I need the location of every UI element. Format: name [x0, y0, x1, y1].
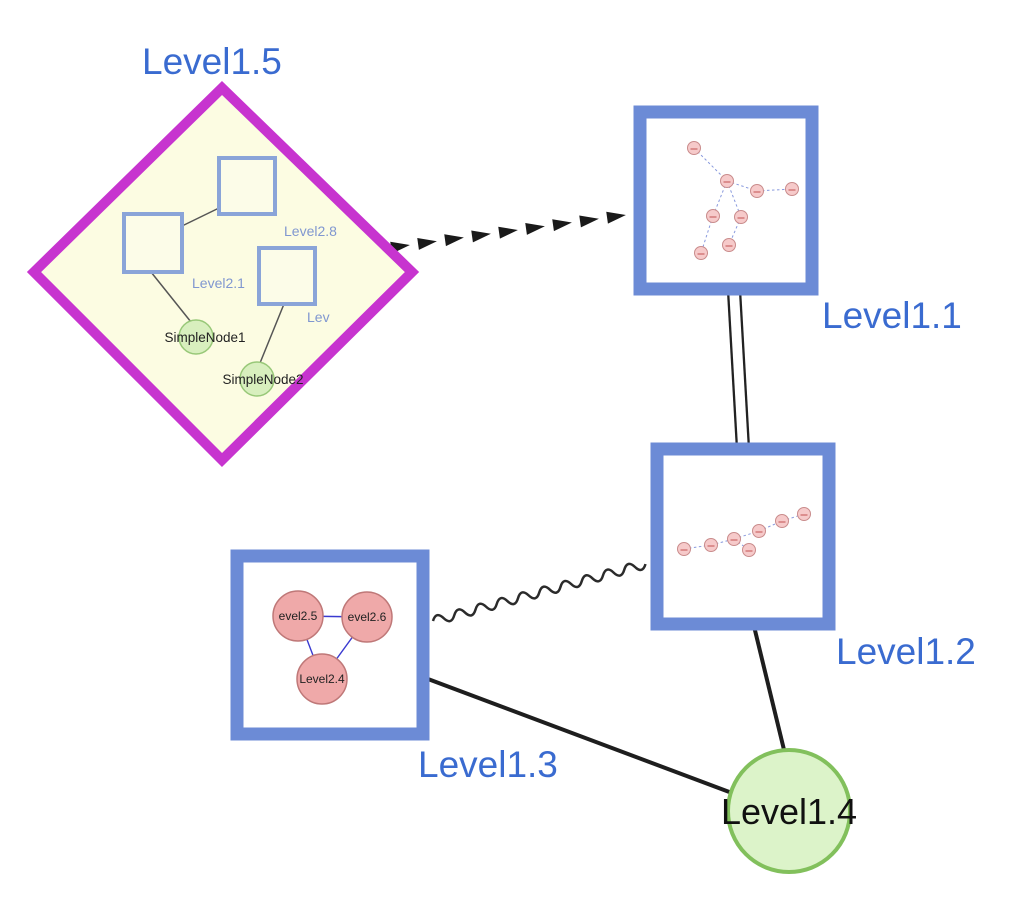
label-level28: Level2.8 [284, 223, 337, 239]
edges-layer [390, 209, 788, 801]
edge-level21-simplenode1[interactable] [150, 271, 192, 323]
label-lev: Lev [307, 309, 330, 325]
label-simplenode1: SimpleNode1 [164, 330, 245, 345]
node-level25[interactable] [272, 590, 324, 642]
label-level14: Level1.4 [721, 791, 857, 832]
node-simplenode2[interactable] [239, 361, 275, 397]
node-level14-group: Level1.4 [721, 748, 857, 874]
mini-node[interactable] [797, 507, 811, 521]
edge-level13-level12[interactable] [431, 560, 647, 626]
level14-circle-shape[interactable] [726, 748, 852, 874]
label-level11: Level1.1 [822, 295, 962, 336]
level15-diamond-shape[interactable] [26, 81, 420, 468]
level13-square-shape[interactable] [230, 549, 430, 741]
node-level28[interactable] [217, 156, 277, 216]
mini-node[interactable] [694, 246, 708, 260]
level12-mini-graph [677, 507, 811, 557]
node-level15-group: Level2.8 Level2.1 Lev SimpleNode1 Simple… [26, 81, 420, 468]
label-simplenode2: SimpleNode2 [222, 372, 303, 387]
mini-node[interactable] [722, 238, 736, 252]
label-level13: Level1.3 [418, 744, 558, 785]
mini-node[interactable] [727, 532, 741, 546]
mini-node[interactable] [752, 524, 766, 538]
edge-level12-level14[interactable] [750, 617, 788, 759]
edge-level13-level14[interactable] [419, 674, 749, 801]
node-level21[interactable] [122, 212, 184, 274]
mini-node[interactable] [677, 542, 691, 556]
mini-node[interactable] [704, 538, 718, 552]
mini-node[interactable] [750, 184, 764, 198]
mini-node[interactable] [785, 182, 799, 196]
level11-mini-graph [687, 141, 799, 260]
mini-node[interactable] [720, 174, 734, 188]
level11-square-shape[interactable] [633, 105, 819, 296]
edge-lev-simplenode2[interactable] [259, 303, 285, 364]
label-level26: evel2.6 [348, 610, 387, 624]
node-level26[interactable] [341, 591, 393, 643]
mini-node[interactable] [734, 210, 748, 224]
node-lev[interactable] [257, 246, 317, 306]
label-level25: evel2.5 [279, 609, 318, 623]
mini-node[interactable] [742, 543, 756, 557]
edge-level28-level21[interactable] [181, 207, 220, 227]
mini-node[interactable] [706, 209, 720, 223]
edge-level15-level11[interactable] [390, 209, 627, 254]
node-simplenode1[interactable] [178, 319, 214, 355]
node-level24[interactable] [296, 653, 348, 705]
mini-node[interactable] [687, 141, 701, 155]
level12-square-shape[interactable] [650, 442, 836, 631]
node-level13-group: evel2.5 evel2.6 Level2.4 [230, 549, 430, 741]
label-level15: Level1.5 [142, 41, 282, 82]
node-level11-group [633, 105, 819, 296]
label-level24: Level2.4 [299, 672, 345, 686]
label-level12: Level1.2 [836, 631, 976, 672]
mini-node[interactable] [775, 514, 789, 528]
label-level21: Level2.1 [192, 275, 245, 291]
edge-level11-level12[interactable] [726, 289, 751, 450]
node-level12-group [650, 442, 836, 631]
